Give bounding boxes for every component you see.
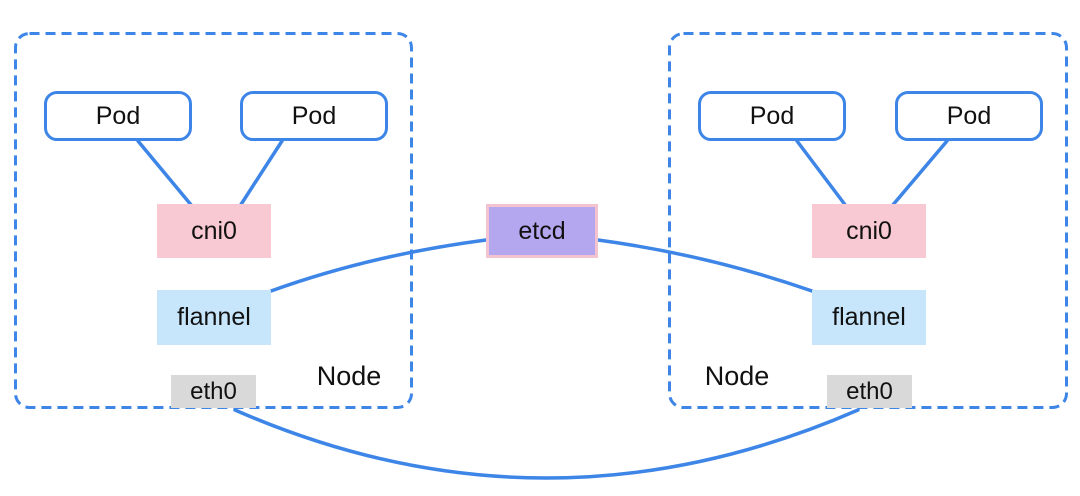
eth0-box: eth0 (827, 375, 912, 408)
link-left-pod1-cni0 (136, 139, 194, 208)
flannel-box: flannel (157, 290, 271, 345)
pod-label: Pod (946, 101, 992, 130)
pod-box: Pod (44, 91, 192, 141)
eth0-box: eth0 (171, 375, 256, 408)
cni0-box: cni0 (157, 204, 271, 258)
link-right-pod1-cni0 (795, 139, 848, 208)
cni0-label: cni0 (846, 216, 892, 245)
link-eth0-eth0 (233, 408, 860, 480)
pod-box: Pod (698, 91, 846, 141)
cni0-box: cni0 (812, 204, 926, 258)
flannel-label: flannel (832, 303, 906, 331)
etcd-label: etcd (518, 216, 566, 245)
cni0-label: cni0 (191, 216, 237, 245)
flannel-label: flannel (177, 303, 251, 331)
pod-box: Pod (240, 91, 388, 141)
etcd-box: etcd (486, 204, 598, 258)
pod-label: Pod (291, 101, 337, 130)
pod-box: Pod (895, 91, 1043, 141)
link-etcd-right-flannel (596, 238, 814, 293)
eth0-label: eth0 (846, 377, 893, 405)
node-label: Node (316, 361, 382, 391)
link-left-pod2-cni0 (238, 139, 284, 208)
flannel-box: flannel (812, 290, 926, 345)
eth0-label: eth0 (190, 377, 237, 405)
pod-label: Pod (749, 101, 795, 130)
link-right-pod2-cni0 (890, 139, 949, 208)
pod-label: Pod (95, 101, 141, 130)
link-left-flannel-etcd (269, 238, 488, 293)
node-label: Node (704, 361, 770, 391)
